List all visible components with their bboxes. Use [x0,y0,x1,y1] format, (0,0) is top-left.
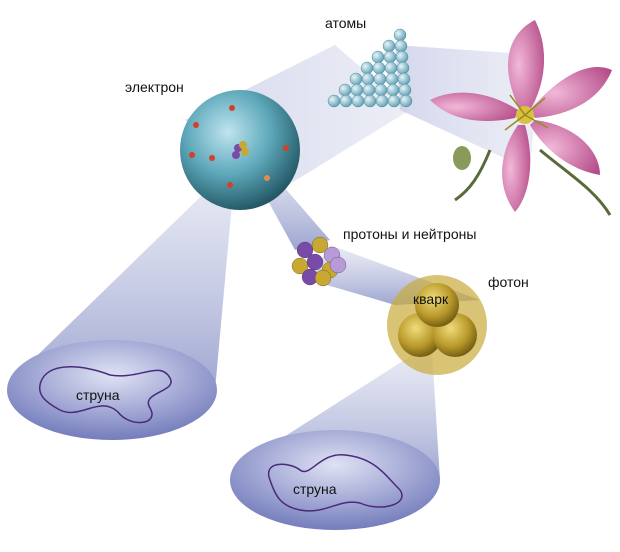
flower-illustration [430,20,612,216]
atom-ball [386,83,400,97]
nucleon-ball [311,236,329,254]
atom-ball [350,83,364,97]
atom-ball [399,94,413,108]
atoms-lattice [327,28,413,108]
atom-ball [397,72,411,86]
nucleon-ball [296,241,314,259]
atom-ball [395,50,409,64]
atom-ball [382,39,396,53]
atom-ball [374,83,388,97]
atom-ball [398,83,412,97]
label-string-2: струна [293,481,337,497]
atom-ball [373,72,387,86]
atom-ball [393,28,407,42]
atom-ball [351,94,365,108]
label-nucleons: протоны и нейтроны [343,226,476,242]
label-electron: электрон [125,79,184,95]
string-disk-2 [230,430,440,530]
atom-ball [338,83,352,97]
atom-ball [372,61,386,75]
label-photon: фотон [488,274,529,290]
label-string-1: струна [76,387,120,403]
atom-ball [361,72,375,86]
nucleus-mini [232,141,249,159]
atom-ball [362,83,376,97]
atom-ball [387,94,401,108]
atom-ball [339,94,353,108]
quark-3 [415,283,459,327]
cone-electron-to-string [12,170,235,390]
nucleon-ball [306,253,324,271]
string-loop-1 [38,366,172,424]
atom-ball [396,61,410,75]
atom-ball [384,61,398,75]
atom-ball [371,50,385,64]
atom-ball [394,39,408,53]
electron-dots [189,105,289,188]
string-loop-2 [267,454,403,512]
atom-ball [327,94,341,108]
nucleon-ball [329,256,347,274]
atom-ball [383,50,397,64]
atom-ball [349,72,363,86]
label-quark: кварк [413,291,449,307]
atom-ball [385,72,399,86]
nucleon-ball [314,269,332,287]
atom-ball [360,61,374,75]
atom-ball [363,94,377,108]
atom-ball [375,94,389,108]
protons-neutrons-cluster [291,236,347,287]
label-atoms: атомы [325,15,366,31]
string-disk-1 [7,340,217,440]
